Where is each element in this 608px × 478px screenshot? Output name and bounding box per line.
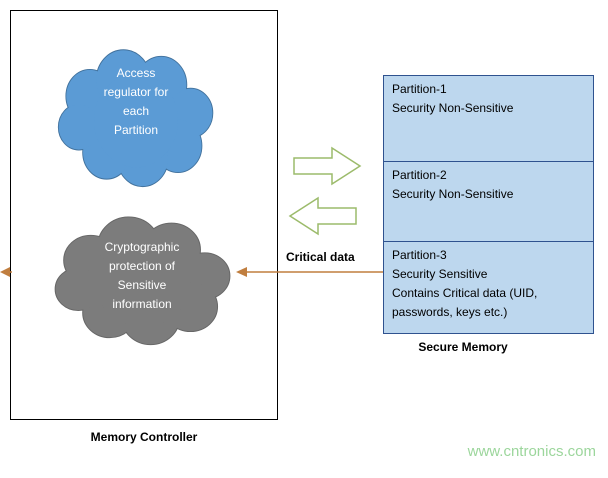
access-cloud-label: Access regulator for each Partition xyxy=(103,66,169,137)
flow-left-arrow-icon xyxy=(288,196,357,236)
crypto-protection-cloud xyxy=(54,216,231,346)
partition-line: Contains Critical data (UID, xyxy=(392,286,538,300)
partition-title: Partition-2 xyxy=(392,168,447,182)
partition-title: Partition-3 xyxy=(392,248,447,262)
cloud-fill xyxy=(58,50,213,187)
access-regulator-cloud xyxy=(57,49,214,188)
watermark: www.cntronics.com xyxy=(467,443,596,460)
partition-title: Partition-1 xyxy=(392,82,447,96)
partition-line: passwords, keys etc.) xyxy=(392,305,508,319)
partition-line: Security Sensitive xyxy=(392,267,488,281)
cloud-fill xyxy=(55,217,230,345)
partition-row-1: Partition-1 Security Non-Sensitive xyxy=(384,76,593,161)
partition-line: Security Non-Sensitive xyxy=(392,101,514,115)
partition-row-3: Partition-3 Security Sensitive Contains … xyxy=(384,241,593,333)
partition-row-2: Partition-2 Security Non-Sensitive xyxy=(384,161,593,241)
secure-memory-label: Secure Memory xyxy=(418,340,508,354)
memory-controller-label: Memory Controller xyxy=(90,430,198,444)
exit-arrowhead-icon xyxy=(0,267,10,277)
crypto-cloud-label: Cryptographic protection of Sensitive in… xyxy=(104,240,180,311)
secure-memory-table: Partition-1 Security Non-Sensitive Parti… xyxy=(383,75,594,334)
flow-right-arrow-icon xyxy=(293,146,362,186)
partition-line: Security Non-Sensitive xyxy=(392,187,514,201)
critical-data-label: Critical data xyxy=(286,250,355,264)
